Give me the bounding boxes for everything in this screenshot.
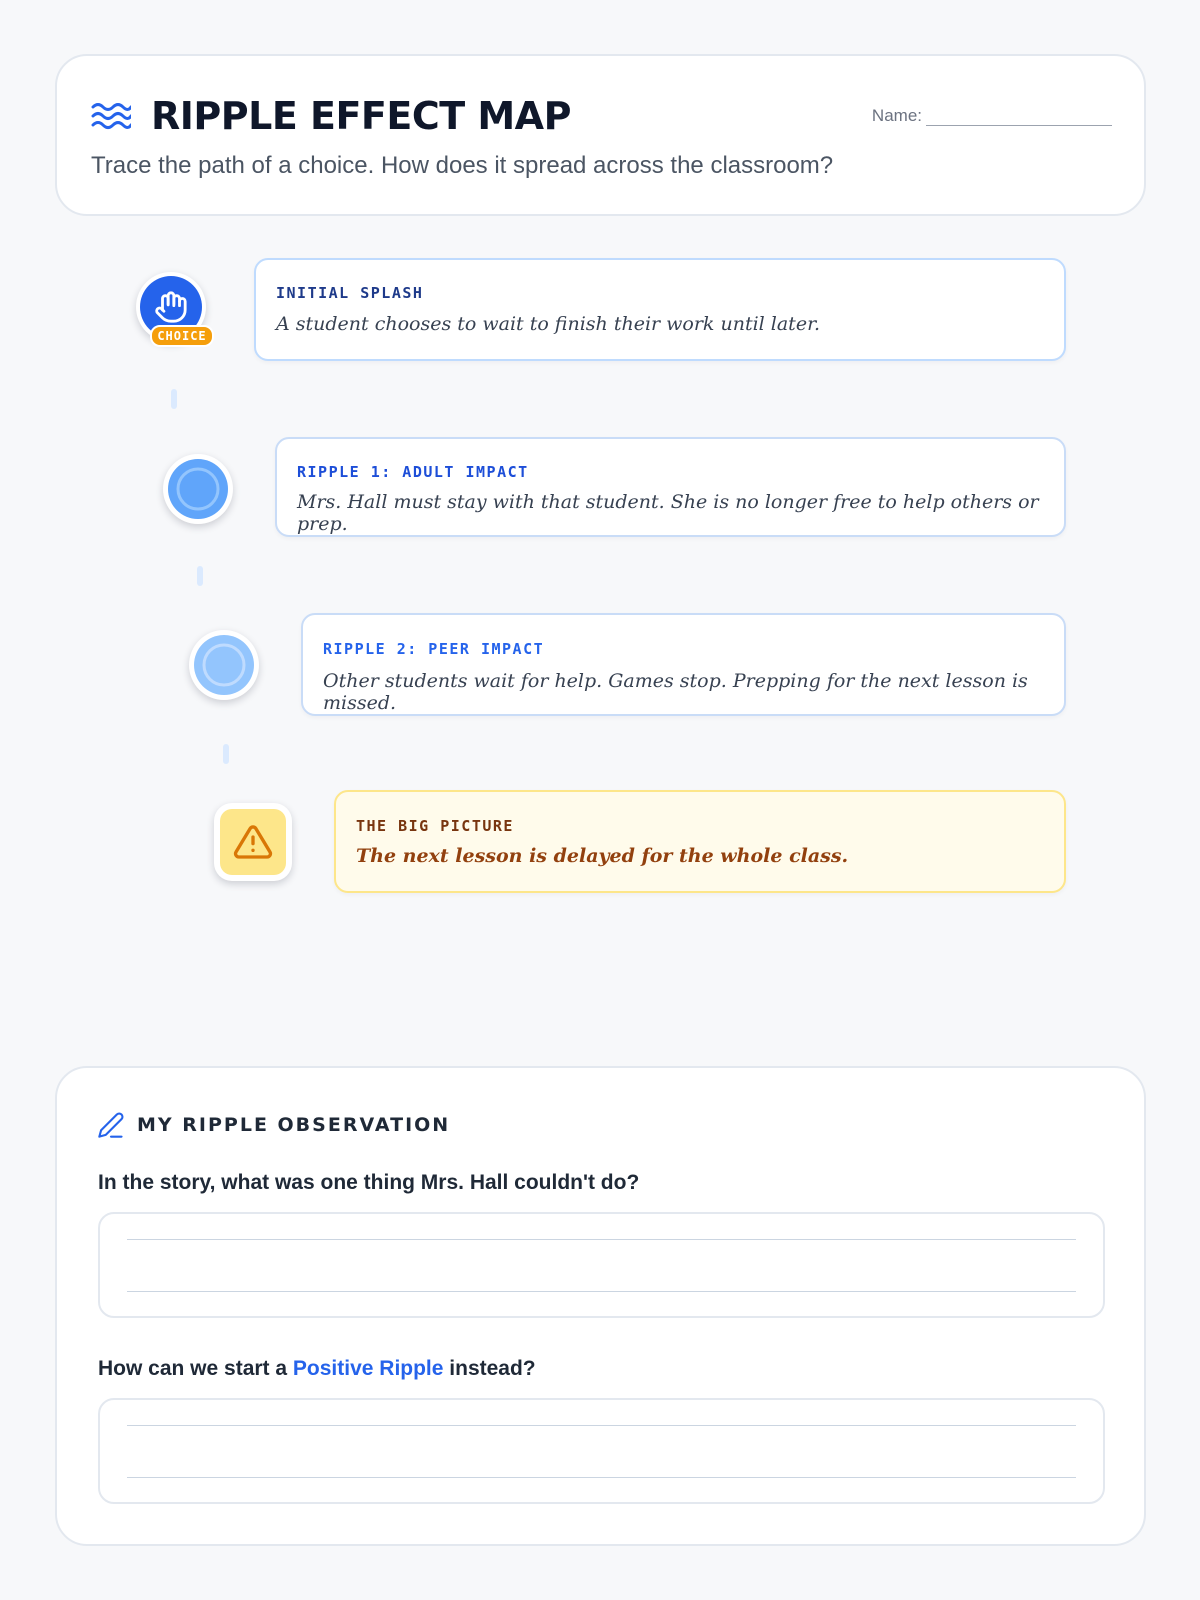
positive-ripple-highlight: Positive Ripple: [292, 1357, 444, 1380]
step-label: THE BIG PICTURE: [356, 817, 514, 835]
step-card-initial-splash: INITIAL SPLASH A student chooses to wait…: [254, 258, 1066, 361]
question-2-after: instead?: [443, 1357, 536, 1380]
page-subtitle: Trace the path of a choice. How does it …: [91, 152, 834, 179]
connector-1: [171, 389, 177, 409]
warning-icon: [220, 809, 286, 875]
step-label: RIPPLE 1: ADULT IMPACT: [297, 463, 529, 481]
choice-badge: CHOICE: [150, 325, 214, 347]
answer-box-1[interactable]: [98, 1212, 1105, 1318]
warning-node: [214, 803, 292, 881]
step-card-peer-impact: RIPPLE 2: PEER IMPACT Other students wai…: [301, 613, 1066, 716]
answer-line: [127, 1425, 1076, 1426]
page-title: RIPPLE EFFECT MAP: [151, 94, 571, 138]
waves-icon: [91, 103, 131, 129]
ripple-2-node: [189, 630, 259, 700]
connector-2: [197, 566, 203, 586]
answer-line: [127, 1291, 1076, 1292]
name-field[interactable]: Name:: [872, 106, 1112, 126]
observation-header: MY RIPPLE OBSERVATION: [97, 1111, 450, 1139]
observation-title: MY RIPPLE OBSERVATION: [137, 1114, 451, 1136]
title-row: RIPPLE EFFECT MAP: [91, 94, 571, 138]
answer-box-2[interactable]: [98, 1398, 1105, 1504]
ripple-circle-icon: [168, 459, 228, 519]
answer-line: [127, 1477, 1076, 1478]
ripple-circle-icon: [194, 635, 254, 695]
step-text: The next lesson is delayed for the whole…: [356, 845, 849, 867]
header-card: RIPPLE EFFECT MAP Name: Trace the path o…: [55, 54, 1146, 216]
step-text: Other students wait for help. Games stop…: [323, 670, 1028, 714]
choice-node: [136, 272, 206, 342]
name-line[interactable]: [926, 110, 1112, 126]
connector-3: [223, 744, 229, 764]
step-card-big-picture: THE BIG PICTURE The next lesson is delay…: [334, 790, 1066, 893]
question-1: In the story, what was one thing Mrs. Ha…: [98, 1171, 640, 1194]
question-2-before: How can we start a: [98, 1357, 293, 1380]
name-label: Name:: [871, 106, 922, 125]
step-card-adult-impact: RIPPLE 1: ADULT IMPACT Mrs. Hall must st…: [275, 437, 1066, 537]
step-label: RIPPLE 2: PEER IMPACT: [323, 640, 545, 658]
question-2: How can we start a Positive Ripple inste…: [98, 1357, 536, 1381]
observation-card: MY RIPPLE OBSERVATION In the story, what…: [55, 1066, 1146, 1546]
ripple-1-node: [163, 454, 233, 524]
step-text: A student chooses to wait to finish thei…: [276, 313, 821, 335]
step-label: INITIAL SPLASH: [276, 284, 424, 302]
pencil-icon: [98, 1112, 124, 1138]
answer-line: [127, 1239, 1076, 1240]
step-text: Mrs. Hall must stay with that student. S…: [297, 491, 1039, 535]
